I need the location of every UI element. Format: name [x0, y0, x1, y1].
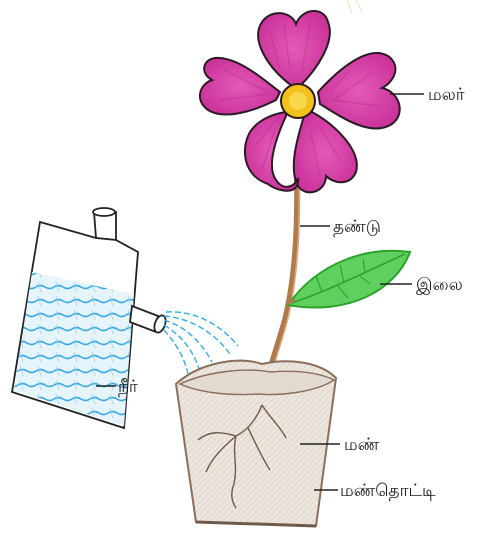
water-container: [12, 208, 168, 428]
label-soil: மண்: [344, 435, 380, 455]
petal-bottom-left: [245, 112, 298, 191]
label-pot: மண்தொட்டி: [340, 481, 436, 501]
label-water: நீர்: [118, 377, 138, 397]
petal-left: [200, 58, 280, 115]
label-flower: மலர்: [428, 85, 465, 105]
petal-bottom-right: [294, 112, 357, 192]
sun-rays: [347, 0, 362, 14]
label-leaf: இலை: [416, 275, 463, 295]
water-fill: [14, 272, 134, 426]
leaf: [286, 251, 410, 308]
label-stem: தண்டு: [333, 217, 381, 237]
petal-top: [258, 11, 330, 86]
flower: [200, 11, 400, 192]
petal-right: [318, 53, 400, 129]
